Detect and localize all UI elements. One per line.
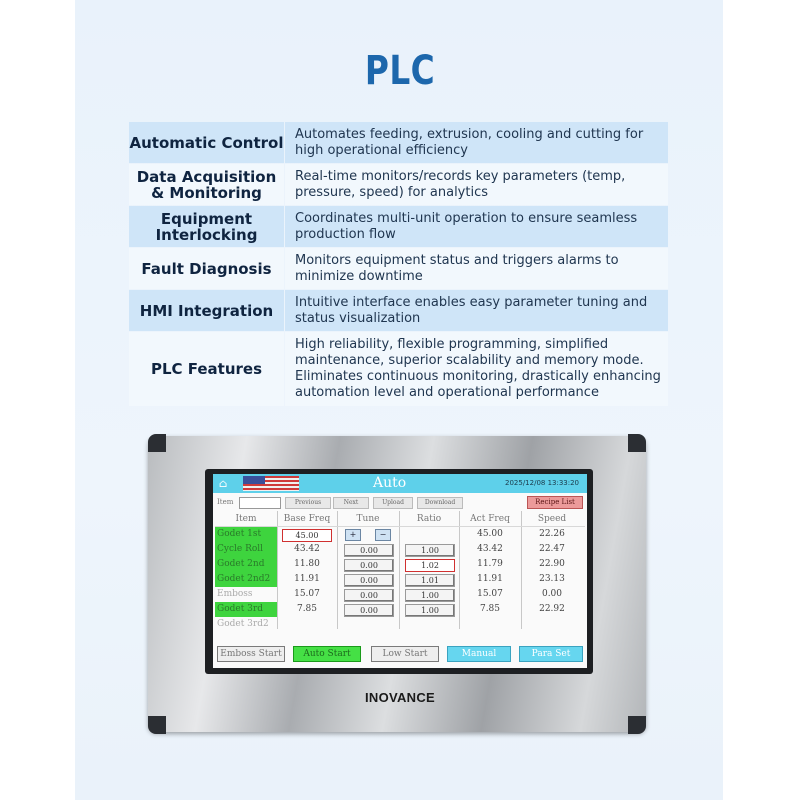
row-item-label[interactable]: Cycle Roll [215,542,277,557]
col-header-item: Item [235,514,257,524]
bezel-corner [628,434,646,452]
hmi-header-bar [213,474,587,493]
feature-row: HMI Integration Intuitive interface enab… [129,290,668,331]
speed-value: 0.00 [541,589,563,599]
row-item-label[interactable]: Godet 2nd2 [215,572,277,587]
feature-desc: Automates feeding, extrusion, cooling an… [285,122,668,163]
feature-name: HMI Integration [129,290,284,331]
feature-row: Equipment Interlocking Coordinates multi… [129,206,668,247]
base-freq-value: 15.07 [294,589,320,599]
bezel-corner [148,716,166,734]
grid-line [277,511,278,629]
ratio-input[interactable]: 1.02 [405,559,455,572]
base-freq-value: 11.91 [294,574,320,584]
bezel-corner [148,434,166,452]
speed-value: 22.26 [539,529,565,539]
base-freq-value: 11.80 [294,559,320,569]
hmi-datetime: 2025/12/08 13:33:20 [505,479,580,487]
grid-line [459,511,460,629]
speed-value: 23.13 [539,574,565,584]
upload-button[interactable]: Upload [373,497,413,509]
base-freq-input[interactable]: 45.00 [282,529,332,542]
row-item-label[interactable]: Emboss [217,589,253,599]
bezel-corner [628,716,646,734]
features-table: Automatic Control Automates feeding, ext… [129,122,668,407]
act-freq-value: 15.07 [477,589,503,599]
para-set-button[interactable]: Para Set [519,646,583,662]
item-input[interactable] [239,497,281,509]
ratio-input[interactable]: 1.00 [405,604,455,617]
feature-desc: Coordinates multi-unit operation to ensu… [285,206,668,247]
row-item-label[interactable]: Godet 1st [215,527,277,542]
page-title: PLC [364,48,436,94]
act-freq-value: 45.00 [477,529,503,539]
low-start-button[interactable]: Low Start [371,646,439,662]
feature-row: PLC Features High reliability, flexible … [129,332,668,406]
tune-plus-button[interactable]: + [345,529,361,541]
act-freq-value: 11.91 [477,574,503,584]
feature-row: Automatic Control Automates feeding, ext… [129,122,668,163]
speed-value: 22.92 [539,604,565,614]
grid-line [521,511,522,629]
feature-name: Automatic Control [129,122,284,163]
base-freq-value: 7.85 [296,604,318,614]
feature-desc: Intuitive interface enables easy paramet… [285,290,668,331]
feature-name: Data Acquisition & Monitoring [129,164,284,205]
speed-value: 22.47 [539,544,565,554]
row-item-label[interactable]: Godet 3rd2 [217,619,269,629]
usa-flag-icon[interactable] [243,476,299,491]
act-freq-value: 7.85 [479,604,501,614]
tune-input[interactable]: 0.00 [344,544,394,557]
recipe-list-button[interactable]: Recipe List [527,496,583,509]
feature-name: PLC Features [129,332,284,406]
download-button[interactable]: Download [417,497,463,509]
auto-start-button[interactable]: Auto Start [293,646,361,662]
col-header-base-freq: Base Freq [283,514,331,524]
tune-input[interactable]: 0.00 [344,589,394,602]
hmi-screen-title: Auto [373,475,407,491]
col-header-act-freq: Act Freq [470,514,510,524]
feature-row: Data Acquisition & Monitoring Real-time … [129,164,668,205]
manual-button[interactable]: Manual [447,646,511,662]
feature-row: Fault Diagnosis Monitors equipment statu… [129,248,668,289]
previous-button[interactable]: Previous [285,497,331,509]
feature-desc: High reliability, flexible programming, … [285,332,668,406]
grid-line [215,526,585,527]
ratio-input[interactable]: 1.00 [405,589,455,602]
tune-input[interactable]: 0.00 [344,574,394,587]
act-freq-value: 43.42 [477,544,503,554]
grid-line [337,511,338,629]
tune-minus-button[interactable]: − [375,529,391,541]
next-button[interactable]: Next [333,497,369,509]
col-header-ratio: Ratio [416,514,442,524]
grid-line [399,511,400,629]
feature-name: Fault Diagnosis [129,248,284,289]
brand-logo: INOVANCE [364,690,436,705]
col-header-tune: Tune [356,514,380,524]
feature-desc: Real-time monitors/records key parameter… [285,164,668,205]
row-item-label[interactable]: Godet 2nd [215,557,277,572]
feature-desc: Monitors equipment status and triggers a… [285,248,668,289]
row-item-label[interactable]: Godet 3rd [215,602,277,617]
feature-name: Equipment Interlocking [129,206,284,247]
speed-value: 22.90 [539,559,565,569]
hmi-screen: ⌂ Auto 2025/12/08 13:33:20 Item Previous… [213,474,587,668]
home-icon[interactable]: ⌂ [219,477,228,490]
col-header-speed: Speed [537,514,567,524]
ratio-input[interactable]: 1.00 [405,544,455,557]
tune-input[interactable]: 0.00 [344,559,394,572]
tune-input[interactable]: 0.00 [344,604,394,617]
base-freq-value: 43.42 [294,544,320,554]
ratio-input[interactable]: 1.01 [405,574,455,587]
act-freq-value: 11.79 [477,559,503,569]
item-label: Item [217,498,234,506]
emboss-start-button[interactable]: Emboss Start [217,646,285,662]
